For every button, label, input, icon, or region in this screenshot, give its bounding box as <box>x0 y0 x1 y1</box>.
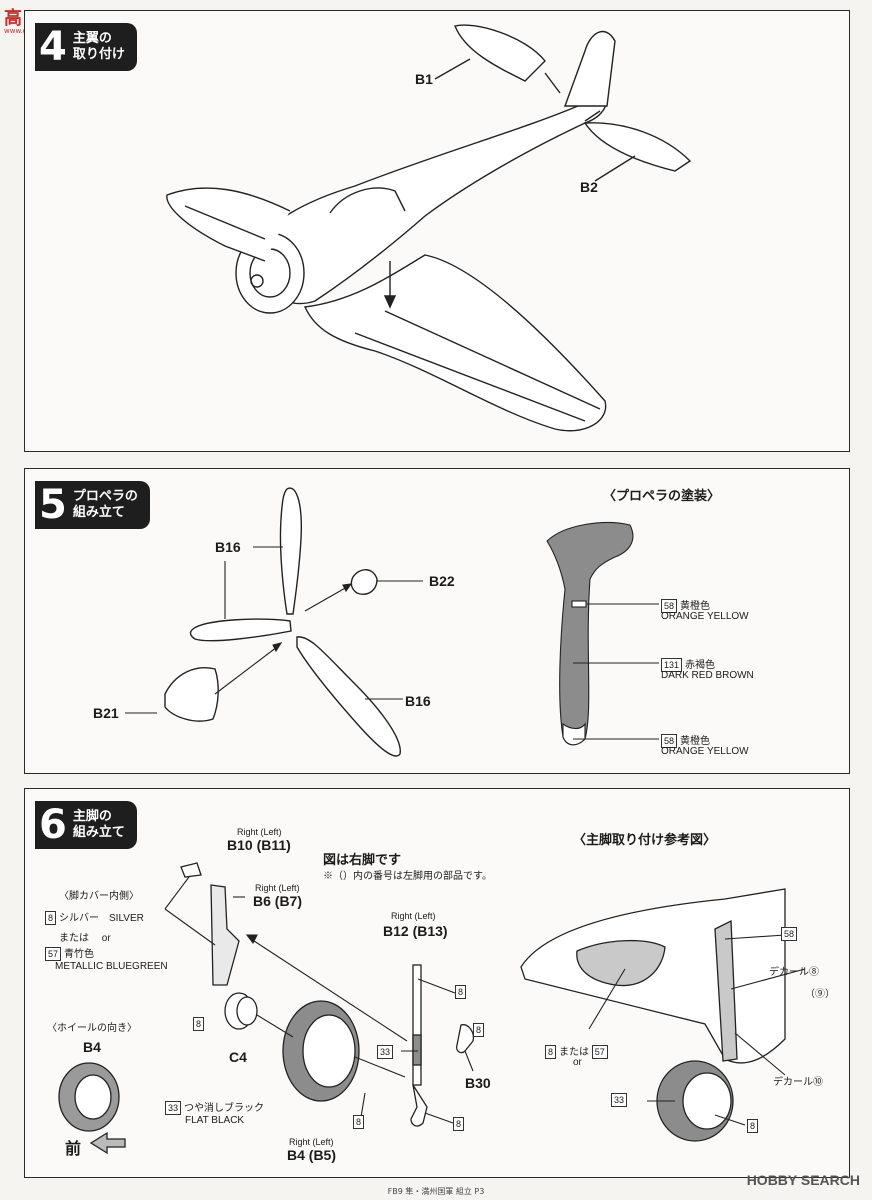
code-33: 33 <box>377 1045 394 1059</box>
front-label: 前 <box>65 1141 82 1158</box>
page-footer: FB9 隼・満州国軍 組立 P3 <box>387 1187 485 1196</box>
code-33: 33 <box>611 1093 628 1107</box>
cover-color: METALLIC BLUEGREEN <box>55 961 168 972</box>
part-b1-label: B1 <box>415 71 433 87</box>
decal-10: デカール⑩ <box>773 1077 823 1088</box>
code-8: 8 <box>747 1119 759 1133</box>
code-8: 8 <box>453 1117 465 1131</box>
part-b16a-label: B16 <box>215 539 241 555</box>
landing-gear-drawing <box>58 862 806 1155</box>
rl-b12: Right (Left) <box>391 911 436 921</box>
part-c4-label: C4 <box>229 1049 247 1065</box>
part-b21-label: B21 <box>93 705 119 721</box>
part-b10-label: B10 (B11) <box>227 837 291 853</box>
note-sub: ※（）内の番号は左脚用の部品です。 <box>323 871 492 882</box>
hobby-search-watermark: HOBBY SEARCH <box>746 1172 860 1188</box>
code-8: 8 <box>353 1115 365 1129</box>
decal-9: （⑨） <box>805 989 835 1000</box>
code-8: 8 <box>473 1023 485 1037</box>
rl-b10: Right (Left) <box>237 827 282 837</box>
reference-title: 〈主脚取り付け参考図〉 <box>573 832 717 847</box>
code-8: 8 <box>455 985 467 999</box>
part-b12-label: B12 (B13) <box>383 923 448 939</box>
wheel-dir-part: B4 <box>83 1039 101 1055</box>
part-b6-label: B6 (B7) <box>253 893 303 909</box>
code-58: 58 <box>781 927 798 941</box>
cover-title: 〈脚カバー内側〉 <box>59 891 139 902</box>
airplane-wing-drawing <box>166 24 692 432</box>
cover-color: または or <box>59 933 111 944</box>
part-b2-label: B2 <box>580 179 598 195</box>
part-b16b-label: B16 <box>405 693 431 709</box>
decal-8: デカール⑧ <box>769 967 819 978</box>
code-8: 8 <box>193 1017 205 1031</box>
rl-b6: Right (Left) <box>255 883 300 893</box>
note-title: 図は右脚です <box>323 852 402 867</box>
part-b4-label: B4 (B5) <box>287 1147 337 1163</box>
rl-b4: Right (Left) <box>289 1137 334 1147</box>
propeller-paint-title: 〈プロペラの塗装〉 <box>603 488 721 503</box>
ref-or: or <box>573 1057 582 1068</box>
part-b22-label: B22 <box>429 573 455 589</box>
wheel-dir-title: 〈ホイールの向き〉 <box>47 1023 137 1034</box>
flat-black-en: FLAT BLACK <box>185 1115 245 1126</box>
part-b30-label: B30 <box>465 1075 491 1091</box>
propeller-drawing <box>125 487 659 757</box>
